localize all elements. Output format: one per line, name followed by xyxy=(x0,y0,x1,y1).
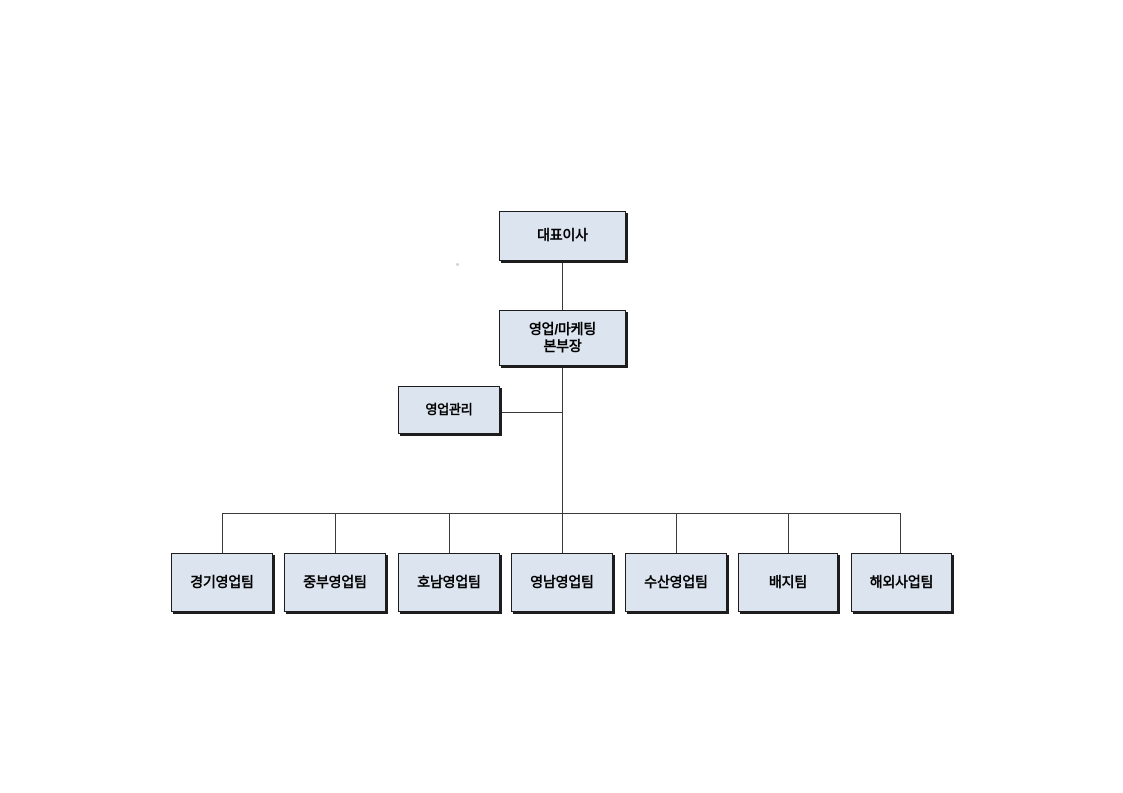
org-node-team-honam-sales[interactable]: 호남영업팀 xyxy=(398,553,500,612)
org-node-team-honam-sales-label: 호남영업팀 xyxy=(417,573,481,590)
connector-drop-team-7 xyxy=(900,513,901,553)
connector-drop-team-2 xyxy=(335,513,336,553)
connector-drop-team-5 xyxy=(676,513,677,553)
connector-division-trunk xyxy=(562,366,563,514)
org-node-sales-management[interactable]: 영업관리 xyxy=(398,386,500,434)
org-node-team-overseas-business-label: 해외사업팀 xyxy=(869,573,934,590)
org-node-team-overseas-business[interactable]: 해외사업팀 xyxy=(851,553,952,612)
org-node-team-baeji[interactable]: 배지팀 xyxy=(738,553,838,612)
org-node-sales-marketing-head-label: 영업/마케팅 본부장 xyxy=(528,320,597,355)
org-node-team-yeongnam-sales-label: 영남영업팀 xyxy=(530,573,594,590)
org-node-ceo[interactable]: 대표이사 xyxy=(499,211,626,261)
scan-artifact-dot xyxy=(456,263,459,266)
org-node-team-jungbu-sales[interactable]: 중부영업팀 xyxy=(284,553,386,612)
org-node-team-susan-sales[interactable]: 수산영업팀 xyxy=(625,553,727,612)
connector-drop-team-4 xyxy=(562,513,563,553)
connector-team-bus xyxy=(222,513,901,514)
org-node-sales-marketing-head[interactable]: 영업/마케팅 본부장 xyxy=(499,310,626,366)
org-node-team-jungbu-sales-label: 중부영업팀 xyxy=(303,573,367,590)
org-node-ceo-label: 대표이사 xyxy=(537,227,588,244)
connector-staff-to-trunk xyxy=(500,412,563,413)
connector-root-to-division xyxy=(562,261,563,310)
org-node-team-baeji-label: 배지팀 xyxy=(768,573,808,590)
connector-drop-team-3 xyxy=(449,513,450,553)
org-node-team-yeongnam-sales[interactable]: 영남영업팀 xyxy=(511,553,613,612)
org-node-team-gyeonggi-sales-label: 경기영업팀 xyxy=(190,573,254,590)
connector-drop-team-6 xyxy=(788,513,789,553)
connector-drop-team-1 xyxy=(222,513,223,553)
org-node-team-gyeonggi-sales[interactable]: 경기영업팀 xyxy=(171,553,273,612)
org-node-sales-management-label: 영업관리 xyxy=(425,401,473,417)
org-node-team-susan-sales-label: 수산영업팀 xyxy=(644,573,708,590)
